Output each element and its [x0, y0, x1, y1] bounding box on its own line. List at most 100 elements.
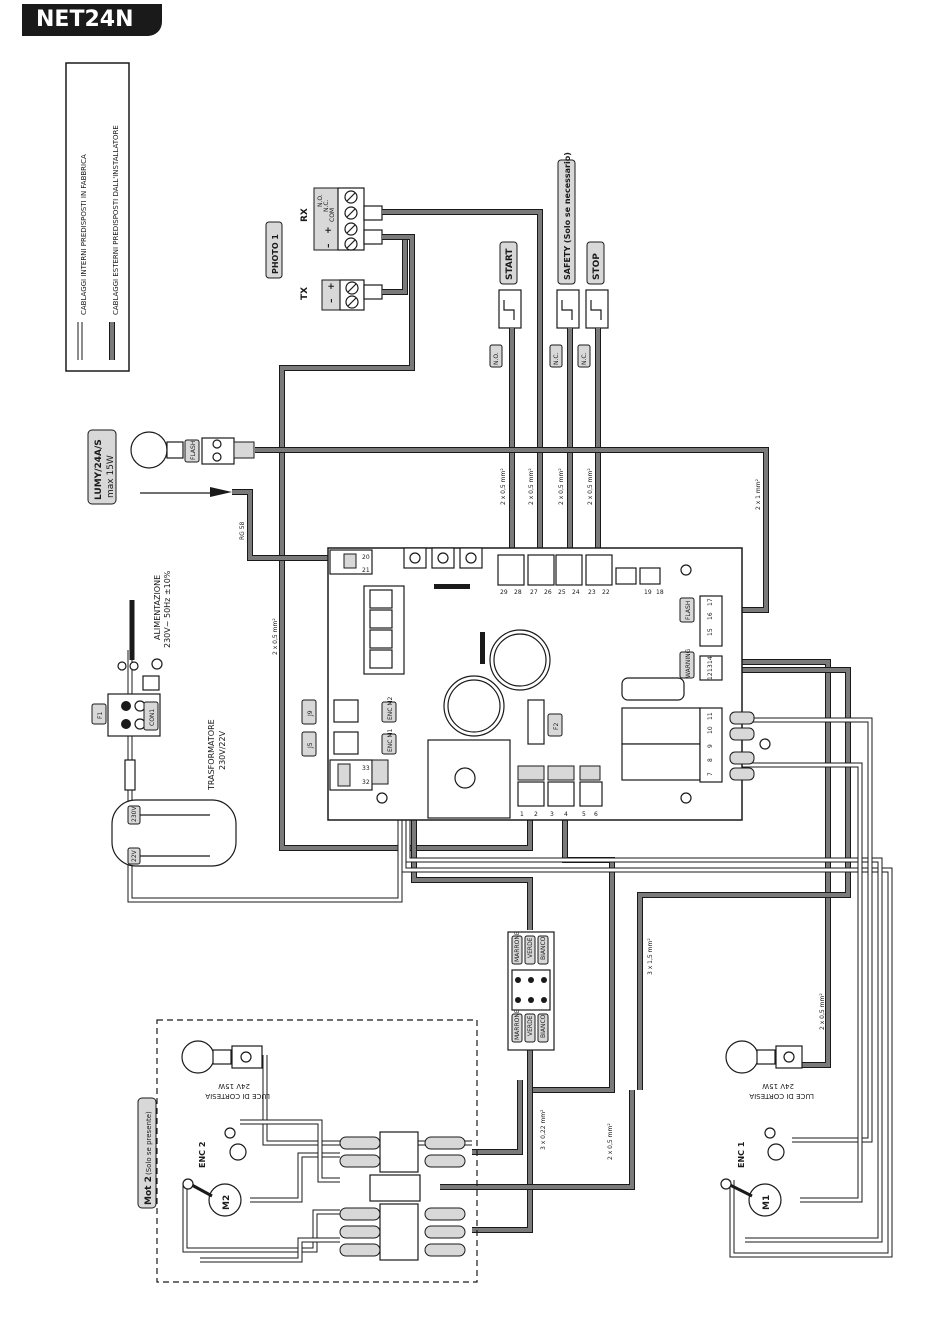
- term-10: 10: [707, 726, 714, 734]
- term-8: 8: [707, 758, 714, 762]
- external-wires: [232, 209, 851, 1233]
- mot2-light: LUCE DI CORTESIA: [205, 1092, 270, 1100]
- power-spec: 230V~ 50Hz ±10%: [163, 570, 172, 648]
- jumper-j5: J5: [307, 742, 314, 749]
- trafo-spec: 230V/22V: [218, 730, 227, 770]
- rx-nc: N.C.: [323, 199, 330, 212]
- jb-verde-1: VERDE: [527, 937, 534, 958]
- legend-internal: CABLAGGI INTERNI PREDISPOSTI IN FABBRICA: [80, 154, 88, 315]
- photo-tx-label: TX: [300, 287, 310, 300]
- fuse-f1: F1: [97, 712, 104, 719]
- control-board: 21 20 F2 J9 J5 ENC M2 ENC: [301, 547, 771, 821]
- lamp-rg58: RG 58: [239, 521, 246, 540]
- photo-rx-label: RX: [300, 208, 310, 222]
- mot2-light-spec: 24V 15W: [218, 1082, 250, 1090]
- term-4: 4: [564, 811, 568, 818]
- term-7: 7: [707, 772, 714, 776]
- lamp-model: LUMY/24A/S: [94, 439, 104, 500]
- term-18: 18: [656, 589, 664, 596]
- start-no: N.O.: [493, 352, 500, 365]
- term-20: 20: [362, 554, 370, 561]
- legend: CABLAGGI INTERNI PREDISPOSTI IN FABBRICA…: [65, 62, 130, 372]
- photo-label: PHOTO 1: [271, 234, 280, 274]
- mot1-light-spec: 24V 15W: [762, 1082, 794, 1090]
- trafo-label: TRASFORMATORE: [207, 719, 216, 791]
- page-title: NET24N: [22, 4, 162, 36]
- con1-label: CON1: [149, 709, 156, 726]
- jb-bianco-1: BIANCO: [540, 936, 547, 960]
- enc-m2: ENC M2: [387, 696, 394, 720]
- motor-1-section: ENC 1 M1 LUCE DI CORTESIA 24V 15W: [720, 1040, 814, 1217]
- mot1-light: LUCE DI CORTESIA: [749, 1092, 814, 1100]
- term-14: 14: [707, 656, 714, 664]
- cable-enc2: 3 x 0,22 mm²: [540, 1109, 547, 1150]
- tx-plus: +: [327, 282, 337, 290]
- start-label: START: [505, 248, 515, 280]
- cable-mot-main: 3 x 1,5 mm²: [647, 938, 654, 975]
- rx-no: N.O.: [317, 194, 324, 207]
- cable-stop: 2 x 0,5 mm²: [587, 468, 594, 505]
- input-devices: START SAFETY (Solo se necessario) STOP N…: [489, 152, 609, 368]
- jumper-j9: J9: [307, 710, 314, 717]
- term-33: 33: [362, 765, 370, 772]
- rx-plus: +: [324, 226, 334, 234]
- power-supply: ALIMENTAZIONE 230V~ 50Hz ±10% F1 CON1 23…: [91, 570, 237, 867]
- enc-m1: ENC M1: [387, 728, 394, 752]
- stop-label: STOP: [592, 253, 602, 280]
- term-21: 21: [362, 567, 370, 574]
- term-29: 29: [500, 589, 508, 596]
- flash-tag: FLASH: [685, 601, 692, 620]
- fuse-f2: F2: [553, 723, 560, 730]
- warning-tag: WARNING: [685, 648, 692, 678]
- input-terminals: 29 28 27 26 25 24 23 22 19 18: [497, 554, 664, 596]
- mot2-label: Mot 2: [144, 1176, 154, 1205]
- term-23: 23: [588, 589, 596, 596]
- stop-nc: N.C.: [581, 352, 588, 365]
- cable-flash: 2 x 1 mm²: [755, 478, 762, 510]
- cable-start: 2 x 0,5 mm²: [500, 468, 507, 505]
- term-15: 15: [707, 628, 714, 636]
- term-22: 22: [602, 589, 610, 596]
- term-11: 11: [707, 712, 714, 720]
- trafo-22v: 22V: [131, 849, 138, 862]
- term-1: 1: [520, 811, 524, 818]
- mot1-motor: M1: [762, 1195, 772, 1210]
- cable-mot1: 2 x 0,5 mm²: [819, 993, 826, 1030]
- tx-minus: –: [327, 298, 337, 303]
- mot2-motor: M2: [222, 1195, 232, 1210]
- mot2-note: (Solo se presente): [145, 1111, 153, 1175]
- safety-nc: N.C.: [553, 352, 560, 365]
- term-16: 16: [707, 612, 714, 620]
- flashing-lamp: LUMY/24A/S max 15W FLASH RG 58: [87, 429, 255, 540]
- mot2-enc: ENC 2: [198, 1142, 207, 1168]
- trafo-230v: 230V: [131, 806, 138, 822]
- cable-safety: 2 x 0,5 mm²: [558, 468, 565, 505]
- term-6: 6: [594, 811, 598, 818]
- term-13: 13: [707, 664, 714, 672]
- cable-no: 2 x 0,5 mm²: [528, 468, 535, 505]
- jb-bianco-2: BIANCO: [540, 1014, 547, 1038]
- jb-marrone-2: MARRONE: [514, 1009, 521, 1040]
- rx-com: COM: [329, 208, 336, 222]
- term-3: 3: [550, 811, 554, 818]
- rx-minus: –: [324, 243, 334, 248]
- safety-label: SAFETY (Solo se necessario): [563, 152, 572, 280]
- term-25: 25: [558, 589, 566, 596]
- term-27: 27: [530, 589, 538, 596]
- term-26: 26: [544, 589, 552, 596]
- mot1-enc: ENC 1: [737, 1141, 746, 1168]
- term-2: 2: [534, 811, 538, 818]
- term-28: 28: [514, 589, 522, 596]
- term-24: 24: [572, 589, 580, 596]
- term-12: 12: [707, 672, 714, 680]
- power-label: ALIMENTAZIONE: [153, 575, 162, 640]
- term-19: 19: [644, 589, 652, 596]
- lamp-flash-tag: FLASH: [190, 441, 197, 460]
- cable-mot2: 2 x 0,5 mm²: [607, 1123, 614, 1160]
- junction-block: MARRONE VERDE BIANCO MARRONE VERDE BIANC…: [507, 931, 555, 1051]
- legend-external: CABLAGGI ESTERNI PREDISPOSTI DALL'INSTAL…: [112, 125, 120, 315]
- photocell-group: PHOTO 1 RX TX N.O. N.C. COM + – + –: [265, 187, 383, 311]
- jb-verde-2: VERDE: [527, 1015, 534, 1036]
- term-9: 9: [707, 744, 714, 748]
